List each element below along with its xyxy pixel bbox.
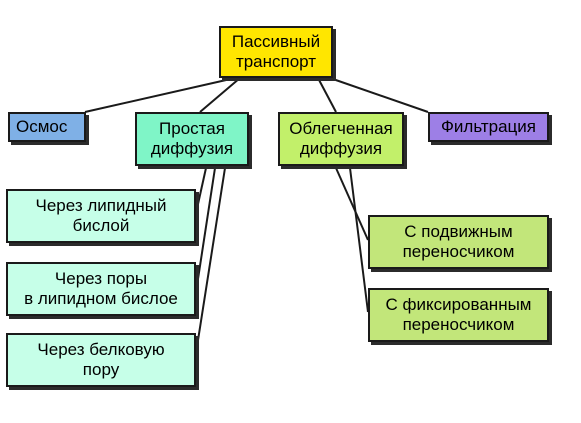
node-simple-diffusion: Простая диффузия [135,112,249,166]
node-through-pores-in-bilayer: Через поры в липидном бислое [6,262,196,316]
connector-simple-item-2 [195,167,216,293]
node-through-lipid-bilayer: Через липидный бислой [6,189,196,243]
connector-root-facilitated [317,77,337,113]
connector-facilitated-item-1 [335,167,369,241]
connector-root-filtration [329,77,429,113]
node-facilitated-diffusion: Облегченная диффузия [278,112,404,166]
node-through-protein-pore: Через белковую пору [6,333,196,387]
connector-facilitated-item-2 [349,167,369,313]
node-filtration: Фильтрация [428,112,549,142]
connector-simple-item-1 [195,167,207,214]
node-osmos: Осмос [8,112,86,142]
node-fixed-carrier: С фиксированным переносчиком [368,288,549,342]
connector-root-simple [199,77,241,113]
node-passive-transport: Пассивный транспорт [219,26,333,78]
node-mobile-carrier: С подвижным переносчиком [368,215,549,269]
connector-simple-item-3 [195,167,226,354]
connector-root-osmos [84,77,236,113]
